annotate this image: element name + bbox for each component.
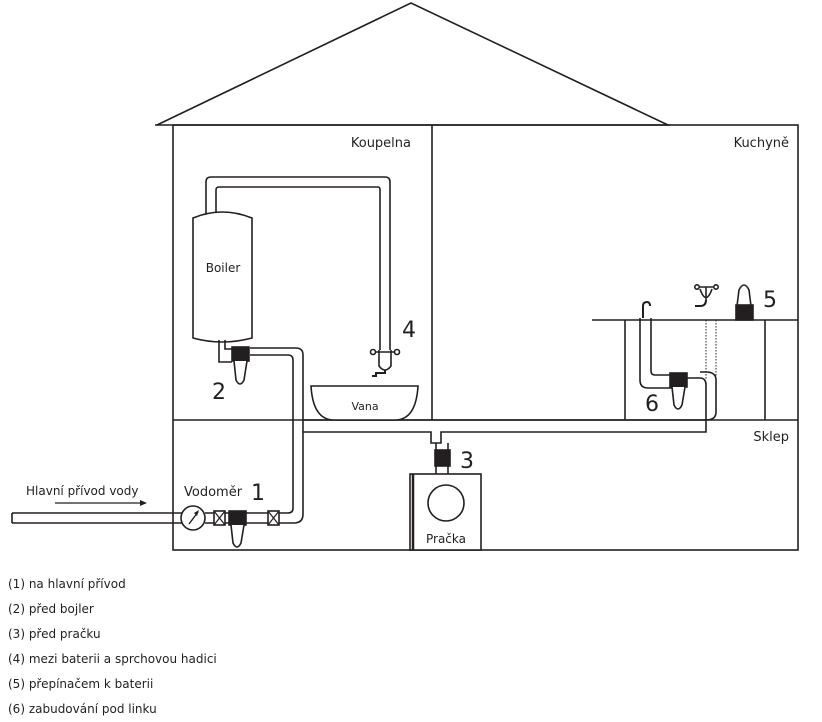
legend-item: (4) mezi baterii a sprchovou hadici bbox=[8, 652, 217, 666]
main-riser-pipe-inner bbox=[250, 347, 717, 421]
marker-1: 1 bbox=[251, 481, 265, 506]
faucet-4-knob-right bbox=[393, 348, 401, 356]
house-walls bbox=[172, 124, 799, 551]
filter-6-head bbox=[669, 372, 688, 388]
filter-4 bbox=[378, 350, 392, 371]
legend-item: (1) na hlavní přívod bbox=[8, 577, 126, 591]
marker-2: 2 bbox=[212, 380, 226, 405]
filter-2-head bbox=[231, 346, 250, 362]
marker-6: 6 bbox=[645, 392, 659, 417]
valve-2-cross bbox=[267, 510, 280, 526]
legend-item: (3) před pračku bbox=[8, 627, 101, 641]
bathtub-label: Vana bbox=[351, 400, 378, 413]
filter-3-head bbox=[434, 449, 451, 467]
faucet-5-knob-left bbox=[693, 283, 700, 290]
faucet-5-knob-right bbox=[712, 283, 719, 290]
kitchen-pipe bbox=[639, 318, 672, 389]
marker-4: 4 bbox=[402, 318, 416, 343]
filter-5-head bbox=[735, 304, 754, 321]
flow-arrow-head bbox=[140, 500, 147, 506]
boiler-label: Boiler bbox=[206, 261, 241, 275]
legend-item: (6) zabudování pod linku bbox=[8, 702, 157, 716]
filter-1-head bbox=[228, 510, 247, 526]
room-label-bathroom: Koupelna bbox=[351, 136, 411, 151]
filter-2-cup bbox=[233, 360, 248, 385]
washing-machine-label: Pračka bbox=[426, 532, 466, 546]
kitchen-tap bbox=[642, 300, 651, 318]
faucet-5-spout bbox=[695, 299, 707, 307]
filter-6-cup bbox=[671, 386, 686, 410]
filter-placement-legend: (1) na hlavní přívod (2) před bojler (3)… bbox=[8, 572, 217, 722]
room-label-basement: Sklep bbox=[753, 430, 789, 445]
filter-1-cup bbox=[230, 524, 245, 548]
legend-item: (5) přepínačem k baterii bbox=[8, 677, 154, 691]
faucet-5 bbox=[699, 286, 713, 300]
faucet-4-knob-left bbox=[369, 348, 377, 356]
water-meter-label: Vodoměr bbox=[184, 485, 243, 500]
marker-3: 3 bbox=[460, 449, 474, 474]
main-supply-pipe bbox=[11, 512, 185, 524]
roof bbox=[156, 2, 669, 126]
bathtub bbox=[310, 385, 419, 421]
room-label-kitchen: Kuchyně bbox=[734, 136, 789, 151]
valve-1-cross bbox=[213, 510, 226, 526]
washing-machine-drum bbox=[427, 484, 465, 522]
boiler-cold-in bbox=[218, 340, 232, 363]
water-meter-needle-tip bbox=[194, 510, 199, 516]
filter-5-cup bbox=[736, 284, 752, 307]
faucet-4-spout bbox=[372, 370, 386, 377]
boiler-hot-pipe bbox=[205, 176, 391, 355]
legend-item: (2) před bojler bbox=[8, 602, 94, 616]
boiler-tank bbox=[192, 211, 253, 343]
marker-5: 5 bbox=[763, 288, 777, 313]
main-supply-label: Hlavní přívod vody bbox=[26, 484, 139, 498]
